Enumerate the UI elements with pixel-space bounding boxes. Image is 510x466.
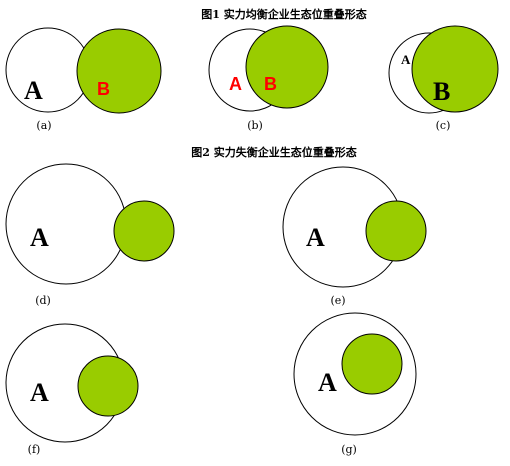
caption-g: (g)	[341, 443, 357, 456]
figure-2-title: 图2 实力失衡企业生态位重叠形态	[191, 145, 356, 159]
label-a: A	[306, 223, 325, 252]
caption-c: (c)	[436, 119, 451, 132]
circle-b-green	[113, 200, 175, 262]
label-b: B	[264, 74, 277, 94]
label-a: A	[229, 74, 242, 94]
panel-g: A (g)	[293, 312, 417, 456]
circle-b-green	[77, 355, 139, 417]
circle-b-green	[245, 25, 329, 109]
caption-d: (d)	[35, 294, 51, 307]
label-b: B	[433, 77, 450, 106]
panel-f: A (f)	[5, 323, 139, 456]
label-a: A	[318, 368, 337, 397]
caption-a: (a)	[36, 119, 51, 132]
circle-b-green	[76, 28, 162, 114]
label-a: A	[30, 223, 49, 252]
panel-b: A B (b)	[208, 25, 329, 132]
panel-e: A (e)	[282, 166, 427, 307]
circle-b-green	[365, 200, 427, 262]
label-a: A	[30, 378, 49, 407]
label-b: B	[97, 79, 110, 99]
figure-1-title: 图1 实力均衡企业生态位重叠形态	[201, 7, 366, 21]
caption-b: (b)	[247, 119, 263, 132]
circle-b-green	[411, 25, 499, 113]
panel-a: A B (a)	[5, 27, 162, 132]
circle-a-white	[5, 163, 127, 285]
panel-c: A B (c)	[388, 25, 499, 132]
caption-f: (f)	[28, 443, 41, 456]
panel-d: A (d)	[5, 163, 175, 307]
label-a: A	[24, 76, 43, 105]
label-a: A	[401, 52, 411, 67]
circle-b-green	[341, 333, 403, 395]
caption-e: (e)	[330, 294, 345, 307]
